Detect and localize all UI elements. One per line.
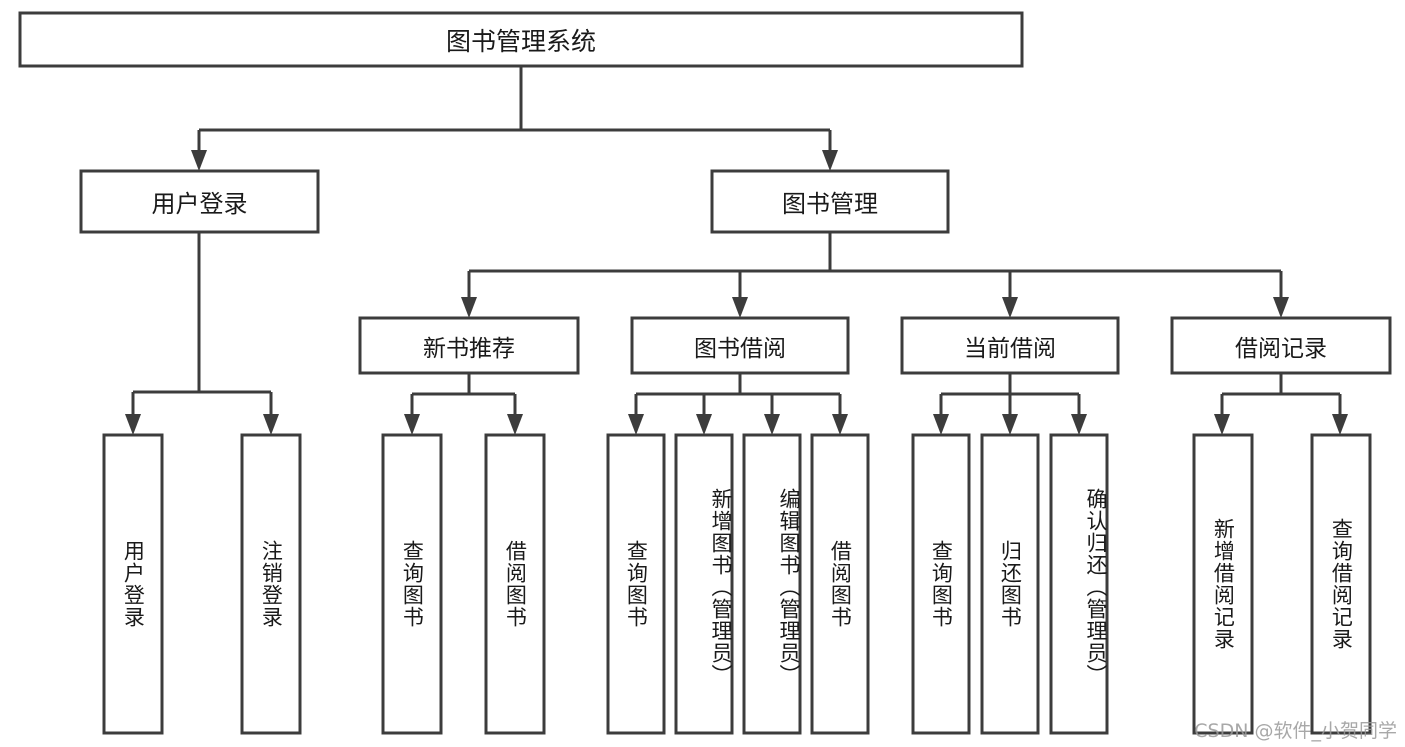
node-leaf-logout-login-box[interactable] [240, 433, 302, 735]
arrow-current-borrow-to-leaf-2 [1071, 414, 1087, 435]
node-user-login-box[interactable] [79, 169, 320, 234]
node-borrow-record-box[interactable] [1170, 316, 1392, 375]
node-book-manage-box[interactable] [710, 169, 950, 234]
arrow-new-book-to-leaf-0 [404, 414, 420, 435]
node-leaf-borrow-book-1-box[interactable] [484, 433, 546, 735]
node-leaf-add-book-box[interactable] [674, 433, 734, 735]
node-leaf-edit-book-box[interactable] [742, 433, 802, 735]
arrow-current-borrow-to-leaf-1 [1002, 414, 1018, 435]
node-leaf-query-book-1-box[interactable] [381, 433, 443, 735]
arrow-user-login-to-leaf-0 [125, 414, 141, 435]
arrow-borrow-record-to-leaf-0 [1214, 414, 1230, 435]
arrow-current-borrow-to-leaf-0 [933, 414, 949, 435]
arrow-new-book-to-leaf-1 [507, 414, 523, 435]
arrow-root-to-book-manage [822, 150, 838, 171]
arrow-book-manage-to-l2-3 [1273, 297, 1289, 318]
node-leaf-return-book-box[interactable] [980, 433, 1040, 735]
arrow-book-manage-to-l2-1 [732, 297, 748, 318]
arrow-book-borrow-to-leaf-1 [696, 414, 712, 435]
arrow-book-borrow-to-leaf-3 [832, 414, 848, 435]
node-leaf-borrow-book-2-box[interactable] [810, 433, 870, 735]
arrow-book-manage-to-l2-2 [1002, 297, 1018, 318]
node-book-borrow-box[interactable] [630, 316, 850, 375]
arrow-borrow-record-to-leaf-1 [1332, 414, 1348, 435]
arrow-user-login-to-leaf-1 [263, 414, 279, 435]
arrow-book-manage-to-l2-0 [461, 297, 477, 318]
arrow-book-borrow-to-leaf-2 [764, 414, 780, 435]
node-current-borrow-box[interactable] [900, 316, 1120, 375]
node-leaf-confirm-return-box[interactable] [1049, 433, 1109, 735]
node-root-box[interactable] [18, 11, 1024, 68]
node-leaf-query-book-3-box[interactable] [911, 433, 971, 735]
node-leaf-user-login-box[interactable] [102, 433, 164, 735]
node-leaf-query-record-box[interactable] [1310, 433, 1372, 735]
arrow-book-borrow-to-leaf-0 [628, 414, 644, 435]
node-leaf-add-record-box[interactable] [1192, 433, 1254, 735]
node-new-book-recommend-box[interactable] [358, 316, 580, 375]
arrow-root-to-user-login [191, 150, 207, 171]
node-leaf-query-book-2-box[interactable] [606, 433, 666, 735]
